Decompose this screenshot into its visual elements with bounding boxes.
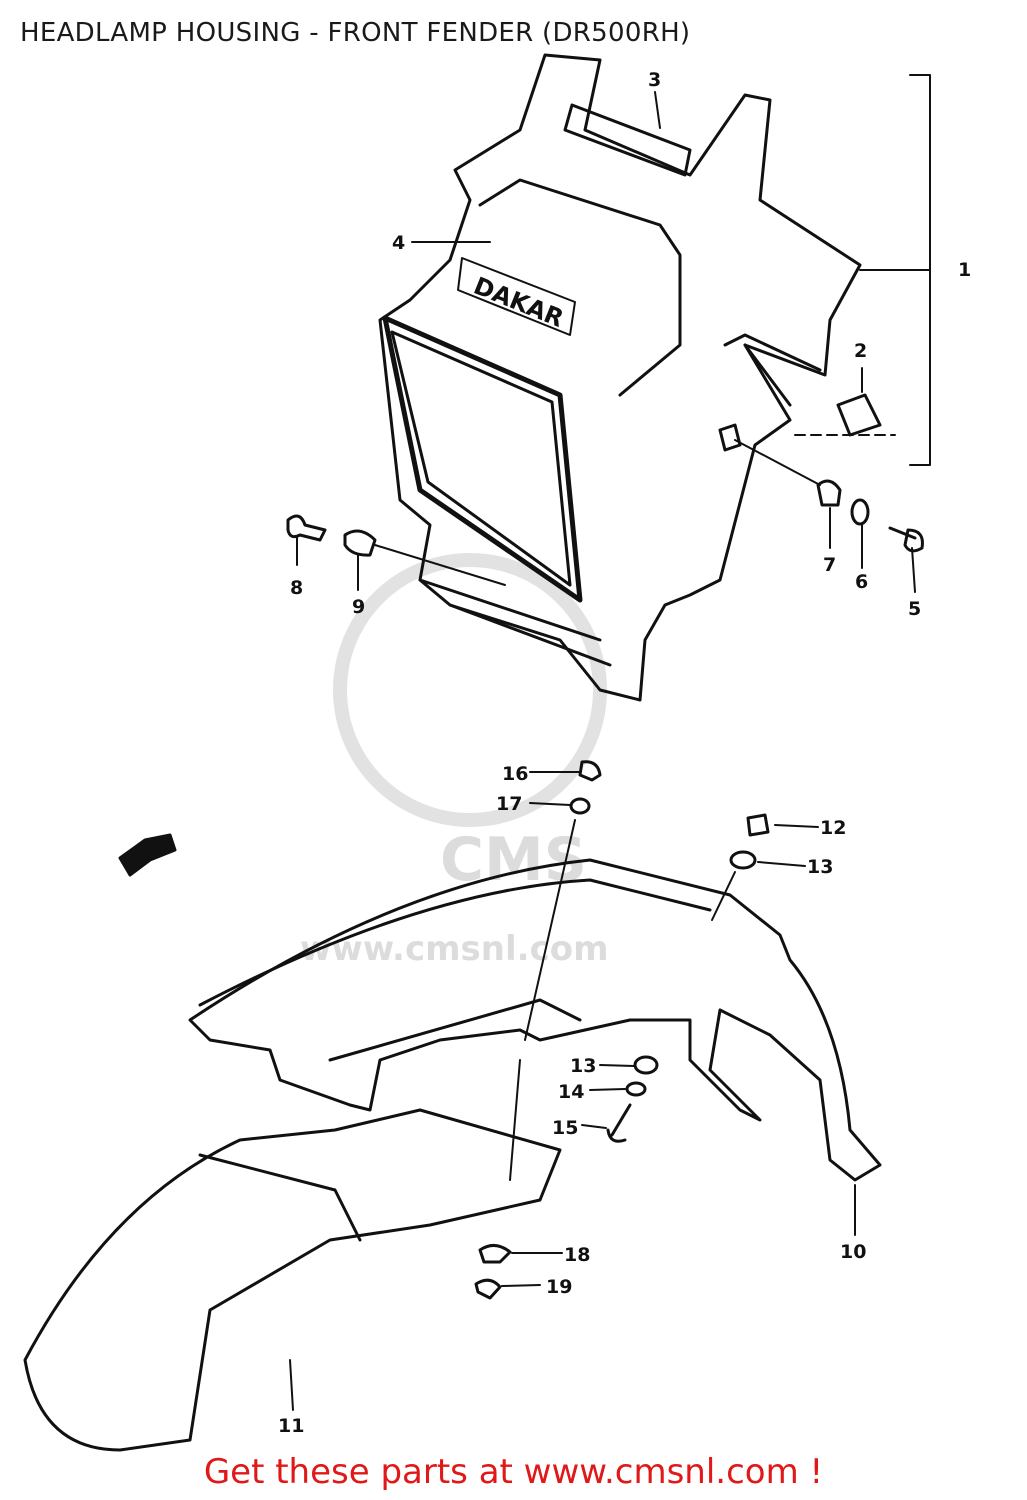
callout-4: 4	[392, 232, 405, 254]
part-6-washer	[850, 498, 870, 526]
part-3-pad	[563, 103, 692, 177]
callout-18: 18	[564, 1244, 590, 1266]
part-7-collar	[816, 479, 842, 507]
callout-9: 9	[352, 596, 365, 618]
callout-11: 11	[278, 1415, 304, 1437]
callout-7: 7	[823, 554, 836, 576]
callout-12: 12	[820, 817, 846, 839]
leader-9	[374, 544, 506, 586]
callout-1: 1	[958, 259, 971, 281]
front-fender-upper	[188, 858, 882, 1182]
part-19-nut	[474, 1278, 502, 1300]
part-16-screw	[578, 760, 602, 782]
leader-lines	[289, 91, 916, 1411]
headlamp-housing	[378, 53, 862, 702]
part-5-bolt	[888, 526, 924, 553]
callout-16: 16	[502, 763, 528, 785]
diagram-title: HEADLAMP HOUSING - FRONT FENDER (DR500RH…	[20, 18, 691, 48]
watermark: CMS www.cmsnl.com	[300, 553, 609, 969]
part-13-washer-upper	[729, 850, 757, 870]
watermark-url: www.cmsnl.com	[300, 929, 609, 969]
part-2-grommet	[836, 393, 882, 437]
leader-7	[734, 439, 821, 486]
part-12-nut	[746, 813, 770, 837]
callout-13-upper: 13	[807, 856, 833, 878]
part-15-bolt	[606, 1103, 632, 1143]
front-direction-arrow	[118, 833, 177, 877]
leader-16	[509, 819, 576, 1181]
housing-hole	[718, 423, 742, 452]
front-fender-lower	[23, 1108, 562, 1452]
callout-19: 19	[546, 1276, 572, 1298]
callout-6: 6	[855, 571, 868, 593]
part-8-bolt	[286, 514, 327, 542]
dakar-badge	[457, 257, 576, 336]
callout-14: 14	[558, 1081, 584, 1103]
callout-17: 17	[496, 793, 522, 815]
footer-link[interactable]: Get these parts at www.cmsnl.com !	[203, 1452, 824, 1492]
callout-2: 2	[854, 340, 867, 362]
part-9-collar	[343, 529, 377, 557]
part-13-washer-lower	[633, 1055, 659, 1075]
callout-8: 8	[290, 577, 303, 599]
part-17-washer	[569, 797, 591, 815]
part-14-washer	[625, 1081, 647, 1097]
part-18-nut	[478, 1244, 512, 1264]
callout-5: 5	[908, 598, 921, 620]
callouts: 1 2 3 4 5 6 7 8 9 10 11 12 13 13 14 15 1…	[278, 69, 971, 1437]
bracket-1	[859, 74, 931, 466]
callout-10: 10	[840, 1241, 866, 1263]
callout-15: 15	[552, 1117, 578, 1139]
leader-12	[711, 871, 736, 921]
callout-13-lower: 13	[570, 1055, 596, 1077]
callout-3: 3	[648, 69, 661, 91]
